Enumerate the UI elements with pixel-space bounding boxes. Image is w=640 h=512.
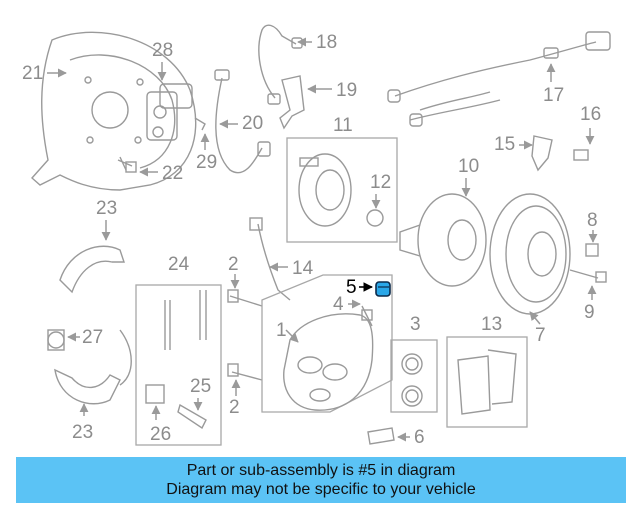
callout-29: 29 <box>196 152 217 173</box>
callout-17: 17 <box>543 85 564 106</box>
bleeder-drawing <box>361 305 373 327</box>
highlighted-part-5-cap <box>375 281 391 297</box>
bolt-8-drawing <box>585 243 599 257</box>
banner-line-1: Part or sub-assembly is #5 in diagram <box>186 462 456 479</box>
callout-4: 4 <box>333 294 344 315</box>
callout-16: 16 <box>580 104 601 125</box>
clip-drawing <box>367 427 395 445</box>
hardware-kit-drawing <box>145 290 207 430</box>
hub-drawing <box>399 193 487 287</box>
callout-3: 3 <box>410 314 421 335</box>
bolt-16-drawing <box>573 149 589 161</box>
bolt-9-drawing <box>569 269 607 283</box>
callout-10: 10 <box>458 156 479 177</box>
callout-23b: 23 <box>72 422 93 443</box>
callout-21: 21 <box>22 63 43 84</box>
bolt-22-drawing <box>117 156 137 173</box>
adjuster-drawing <box>47 329 65 351</box>
brake-line-drawing <box>258 24 303 105</box>
parking-shoe-drawing <box>54 245 132 405</box>
callout-1: 1 <box>276 320 287 341</box>
caliper-drawing <box>283 313 374 411</box>
callout-13: 13 <box>481 314 502 335</box>
callout-14: 14 <box>292 258 314 279</box>
pad-drawing <box>457 349 517 415</box>
callout-2a: 2 <box>228 254 239 275</box>
actuator-drawing <box>146 83 206 141</box>
callout-2b: 2 <box>229 397 240 418</box>
bolt-2a-drawing <box>227 289 263 307</box>
callout-11: 11 <box>333 115 353 136</box>
callout-9: 9 <box>584 302 595 323</box>
callout-23a: 23 <box>96 198 117 219</box>
callout-18: 18 <box>316 32 337 53</box>
callout-27: 27 <box>82 327 103 348</box>
callout-28: 28 <box>152 40 173 61</box>
box-11 <box>286 137 398 243</box>
callout-25: 25 <box>190 376 211 397</box>
rotor-drawing <box>489 193 571 315</box>
info-banner: Part or sub-assembly is #5 in diagram Di… <box>16 457 626 503</box>
callout-6: 6 <box>414 427 425 448</box>
callout-5-highlighted: 5 <box>346 277 357 298</box>
seal-drawing <box>401 353 423 407</box>
callout-26: 26 <box>150 424 171 445</box>
callout-24: 24 <box>168 254 190 275</box>
callout-19: 19 <box>336 80 357 101</box>
banner-line-2: Diagram may not be specific to your vehi… <box>166 481 476 498</box>
box-1 <box>261 274 393 413</box>
brake-hose-drawing <box>214 69 271 174</box>
callout-12: 12 <box>370 172 391 193</box>
callout-15: 15 <box>494 134 515 155</box>
bracket-drawing <box>279 75 305 130</box>
sensor-harness-drawing <box>387 31 611 127</box>
box-13 <box>446 336 528 428</box>
bearing-drawing <box>298 153 384 227</box>
backing-plate-drawing <box>31 31 197 191</box>
callout-22: 22 <box>162 163 183 184</box>
callout-7: 7 <box>535 325 546 346</box>
box-24 <box>135 284 222 446</box>
box-3 <box>390 339 438 413</box>
sensor-15-drawing <box>531 135 553 172</box>
callout-8: 8 <box>587 210 598 231</box>
callout-20: 20 <box>242 113 263 134</box>
bolt-2b-drawing <box>227 363 263 381</box>
parts-diagram: 21 28 29 22 20 18 19 <box>22 24 611 448</box>
wear-sensor-drawing <box>249 217 291 301</box>
